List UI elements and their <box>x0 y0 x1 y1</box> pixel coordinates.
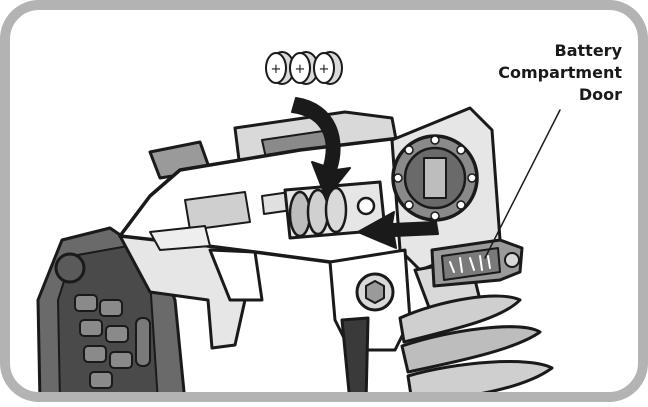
battery-icon: + <box>265 51 295 85</box>
callout-line: Door <box>578 85 622 104</box>
callout-line: Battery <box>554 41 622 60</box>
battery-icon: + <box>313 51 343 85</box>
battery-group: + + + <box>265 51 343 85</box>
attach-door-arrow <box>357 211 439 249</box>
insert-batteries-arrow <box>291 97 351 199</box>
battery-icon: + <box>289 51 319 85</box>
battery-plus-label: + <box>319 62 330 77</box>
battery-plus-label: + <box>271 62 282 77</box>
battery-door-callout: Battery Compartment Door <box>472 40 622 106</box>
battery-compartment <box>283 180 387 240</box>
battery-plus-label: + <box>295 62 306 77</box>
callout-leader-line <box>484 109 561 259</box>
callout-line: Compartment <box>498 63 622 82</box>
blaster-lower-housing <box>328 248 412 392</box>
